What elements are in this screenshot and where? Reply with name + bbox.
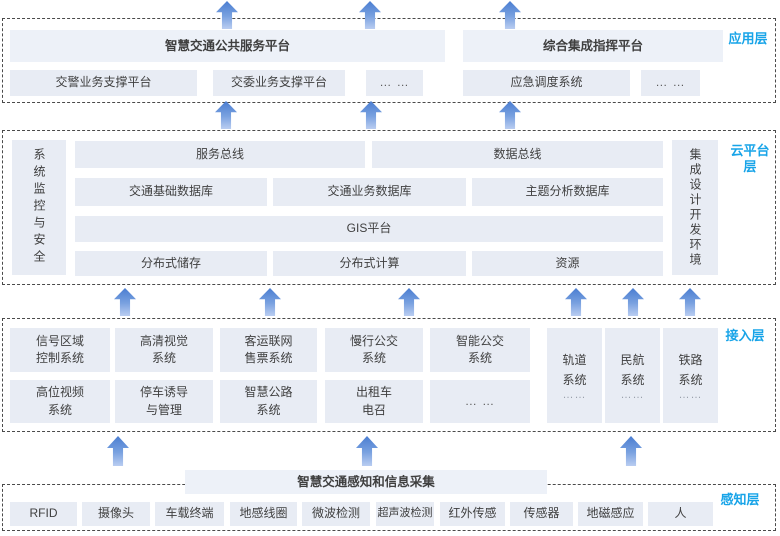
signal-area-control-box: 信号区域 控制系统	[10, 328, 110, 372]
cloud-layer-frame	[2, 130, 776, 285]
up-arrow-icon	[679, 288, 701, 316]
up-arrow-icon	[622, 288, 644, 316]
data-bus-box: 数据总线	[372, 141, 663, 168]
ellipsis-box: … …	[641, 70, 700, 96]
up-arrow-icon	[620, 436, 642, 466]
civil-aviation-text: 民航 系统	[620, 352, 645, 387]
railway-system-dots: ……	[678, 389, 703, 402]
ellipsis-box: … …	[430, 380, 530, 423]
sensor-generic-box: 传感器	[510, 502, 573, 526]
perception-header-box: 智慧交通感知和信息采集	[185, 470, 547, 494]
sensor-rfid-box: RFID	[10, 502, 77, 526]
traffic-business-database-box: 交通业务数据库	[273, 178, 466, 206]
up-arrow-icon	[259, 288, 281, 316]
high-position-video-box: 高位视频 系统	[10, 380, 110, 423]
public-service-platform-box: 智慧交通公共服务平台	[10, 30, 445, 62]
civil-aviation-dots: ……	[620, 389, 645, 402]
sensor-ground-loop-box: 地感线圈	[230, 502, 297, 526]
layer-label-perception: 感知层	[720, 492, 760, 507]
up-arrow-icon	[215, 101, 237, 129]
integration-dev-environment-text: 集成设计开发环境	[688, 147, 702, 268]
up-arrow-icon	[499, 101, 521, 129]
system-monitoring-security-text: 系统监控与安全	[32, 148, 46, 267]
up-arrow-icon	[565, 288, 587, 316]
sensor-infrared-box: 红外传感	[440, 502, 505, 526]
distributed-computing-box: 分布式计算	[273, 251, 466, 276]
hd-vision-system-box: 高清视觉 系统	[115, 328, 213, 372]
up-arrow-icon	[114, 288, 136, 316]
rail-system-dots: ……	[562, 389, 587, 402]
sensor-geomagnetic-box: 地磁感应	[578, 502, 643, 526]
railway-system-box: 铁路 系统 ……	[663, 328, 718, 423]
system-monitoring-security-panel: 系统监控与安全	[12, 140, 66, 275]
parking-guidance-box: 停车诱导 与管理	[115, 380, 213, 423]
railway-system-text: 铁路 系统	[678, 352, 703, 387]
theme-analysis-database-box: 主题分析数据库	[472, 178, 663, 206]
integrated-command-platform-box: 综合集成指挥平台	[463, 30, 723, 62]
traffic-police-platform-box: 交警业务支撑平台	[10, 70, 197, 96]
sensor-human-box: 人	[648, 502, 713, 526]
rail-system-text: 轨道 系统	[562, 352, 587, 387]
sensor-vehicle-terminal-box: 车载终端	[155, 502, 224, 526]
taxi-hailing-box: 出租车 电召	[325, 380, 423, 423]
service-bus-box: 服务总线	[75, 141, 365, 168]
up-arrow-icon	[107, 436, 129, 466]
traffic-base-database-box: 交通基础数据库	[75, 178, 267, 206]
resources-box: 资源	[472, 251, 663, 276]
traffic-committee-platform-box: 交委业务支撑平台	[213, 70, 345, 96]
ellipsis-box: … …	[366, 70, 423, 96]
distributed-storage-box: 分布式储存	[75, 251, 267, 276]
layer-label-access: 接入层	[725, 328, 765, 343]
gis-platform-box: GIS平台	[75, 216, 663, 242]
civil-aviation-system-box: 民航 系统 ……	[605, 328, 660, 423]
layer-label-application: 应用层	[728, 31, 768, 46]
application-layer-frame	[2, 18, 776, 103]
up-arrow-icon	[398, 288, 420, 316]
slow-transit-system-box: 慢行公交 系统	[325, 328, 423, 372]
sensor-ultrasonic-box: 超声波检测	[376, 502, 434, 526]
sensor-microwave-box: 微波检测	[302, 502, 370, 526]
rail-system-box: 轨道 系统 ……	[547, 328, 602, 423]
passenger-ticketing-system-box: 客运联网 售票系统	[220, 328, 317, 372]
sensor-camera-box: 摄像头	[82, 502, 150, 526]
layer-label-cloud: 云平台层	[730, 143, 770, 175]
smart-bus-system-box: 智能公交 系统	[430, 328, 530, 372]
up-arrow-icon	[360, 101, 382, 129]
access-layer-frame	[2, 318, 776, 432]
emergency-dispatch-box: 应急调度系统	[463, 70, 630, 96]
smart-highway-box: 智慧公路 系统	[220, 380, 317, 423]
up-arrow-icon	[356, 436, 378, 466]
integration-dev-environment-panel: 集成设计开发环境	[672, 140, 718, 275]
